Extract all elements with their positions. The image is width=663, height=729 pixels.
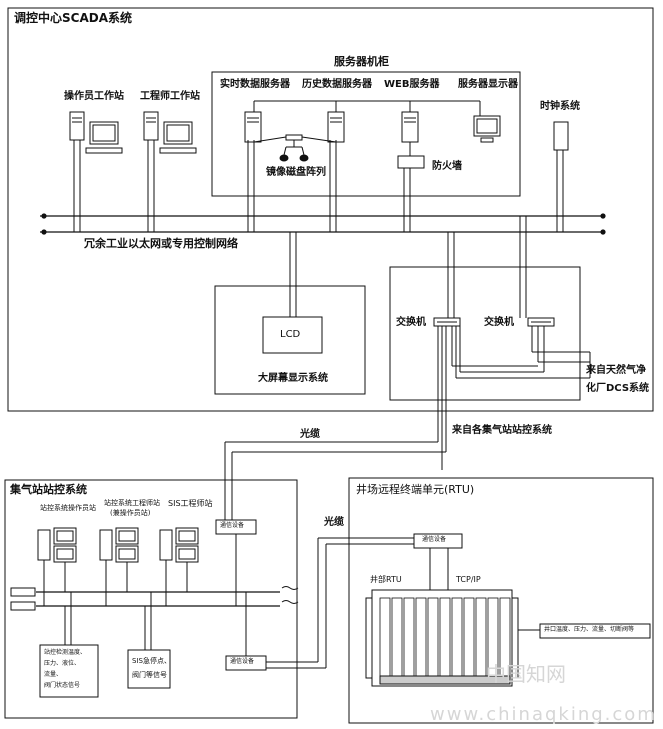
switch-1-icon bbox=[433, 317, 461, 327]
switch-box bbox=[389, 266, 581, 401]
mirror-disk-array-icon bbox=[253, 134, 337, 162]
fiber-label-2: 光缆 bbox=[324, 517, 344, 528]
from-plant-dcs-line1: 来自天然气净 bbox=[586, 365, 646, 376]
server-cabinet-box bbox=[211, 71, 521, 197]
operator-station-label: 操作员工作站 bbox=[64, 91, 124, 102]
station-signals-line2: 压力、液位、 bbox=[44, 660, 81, 667]
operator-workstation-icon bbox=[69, 111, 123, 154]
wellhead-signals-label: 井口温度、压力、流量、切断阀等 bbox=[544, 626, 635, 633]
station-engineer-icon bbox=[99, 527, 139, 606]
mirror-disk-label: 镜像磁盘阵列 bbox=[266, 167, 326, 178]
sis-signals-line2: 阀门等信号 bbox=[132, 671, 167, 679]
switch-1-label: 交换机 bbox=[396, 317, 426, 328]
server-rail bbox=[253, 100, 481, 116]
network-drops bbox=[73, 140, 564, 318]
lcd-box bbox=[262, 316, 323, 354]
redundant-network-bus bbox=[40, 213, 606, 235]
gas-station-bus bbox=[36, 591, 280, 607]
web-server-icon bbox=[401, 111, 419, 143]
rtu-box bbox=[348, 477, 654, 724]
from-stations-label: 来自各集气站站控系统 bbox=[452, 425, 552, 436]
well-rtu-label: 井部RTU bbox=[370, 575, 402, 584]
server-cabinet-label: 服务器机柜 bbox=[334, 55, 389, 68]
station-operator-icon bbox=[37, 527, 77, 606]
fiber-link-to-rtu bbox=[266, 537, 414, 669]
tcpip-label: TCP/IP bbox=[456, 575, 481, 584]
comm-device-3-box bbox=[413, 533, 463, 549]
station-signals-box bbox=[39, 644, 99, 698]
comm-device-3-label: 通信设备 bbox=[422, 536, 447, 543]
sis-engineer-label: SIS工程师站 bbox=[168, 499, 213, 508]
station-operator-label: 站控系统操作员站 bbox=[40, 504, 96, 512]
switch-2-label: 交换机 bbox=[484, 317, 514, 328]
watermark-cn: 中国知网 bbox=[486, 662, 566, 686]
firewall-icon bbox=[397, 142, 425, 169]
fiber-link-to-gas-station bbox=[224, 370, 447, 520]
sis-engineer-icon bbox=[159, 527, 199, 606]
big-screen-label: 大屏幕显示系统 bbox=[258, 373, 328, 384]
switch-2-icon bbox=[527, 317, 555, 327]
station-signals-line1: 站控检测温度、 bbox=[44, 649, 87, 656]
switch-cabling bbox=[437, 326, 591, 470]
from-plant-dcs-line2: 化厂DCS系统 bbox=[586, 383, 650, 394]
control-center-box bbox=[7, 7, 654, 412]
redundant-network-label: 冗余工业以太网或专用控制网络 bbox=[84, 237, 238, 250]
engineer-station-label: 工程师工作站 bbox=[140, 91, 200, 102]
rtu-rack-icon bbox=[365, 548, 651, 687]
history-server-label: 历史数据服务器 bbox=[302, 79, 372, 90]
station-signals-line4: 阀门状态信号 bbox=[44, 682, 81, 689]
sis-signals-box bbox=[127, 649, 171, 689]
station-engineer-label-1: 站控系统工程师站 bbox=[104, 499, 160, 507]
engineer-workstation-icon bbox=[143, 111, 197, 154]
history-server-icon bbox=[327, 111, 345, 143]
watermark-url: www.chinaqking.com bbox=[430, 704, 657, 725]
clock-system-label: 时钟系统 bbox=[540, 101, 580, 112]
server-display-label: 服务器显示器 bbox=[458, 79, 518, 90]
station-signals-line3: 流量、 bbox=[44, 671, 63, 678]
gas-station-title: 集气站站控系统 bbox=[10, 483, 87, 496]
sis-signals-line1: SIS急停点、 bbox=[132, 657, 171, 665]
clock-system-icon bbox=[553, 121, 569, 151]
fiber-label-1: 光缆 bbox=[300, 429, 320, 440]
gas-station-end-devices bbox=[10, 586, 299, 611]
realtime-server-label: 实时数据服务器 bbox=[220, 79, 290, 90]
web-server-label: WEB服务器 bbox=[384, 79, 440, 90]
comm-device-2-label: 通信设备 bbox=[230, 658, 255, 665]
lcd-label: LCD bbox=[280, 329, 301, 340]
control-center-title: 调控中心SCADA系统 bbox=[14, 11, 132, 25]
firewall-label: 防火墙 bbox=[432, 161, 462, 172]
comm-device-1-label: 通信设备 bbox=[220, 522, 245, 529]
gas-station-box bbox=[4, 479, 298, 719]
realtime-server-icon bbox=[244, 111, 262, 143]
server-display-icon bbox=[473, 115, 501, 143]
station-engineer-label-2: (兼操作员站) bbox=[110, 509, 151, 517]
rtu-title: 井场远程终端单元(RTU) bbox=[356, 483, 475, 496]
